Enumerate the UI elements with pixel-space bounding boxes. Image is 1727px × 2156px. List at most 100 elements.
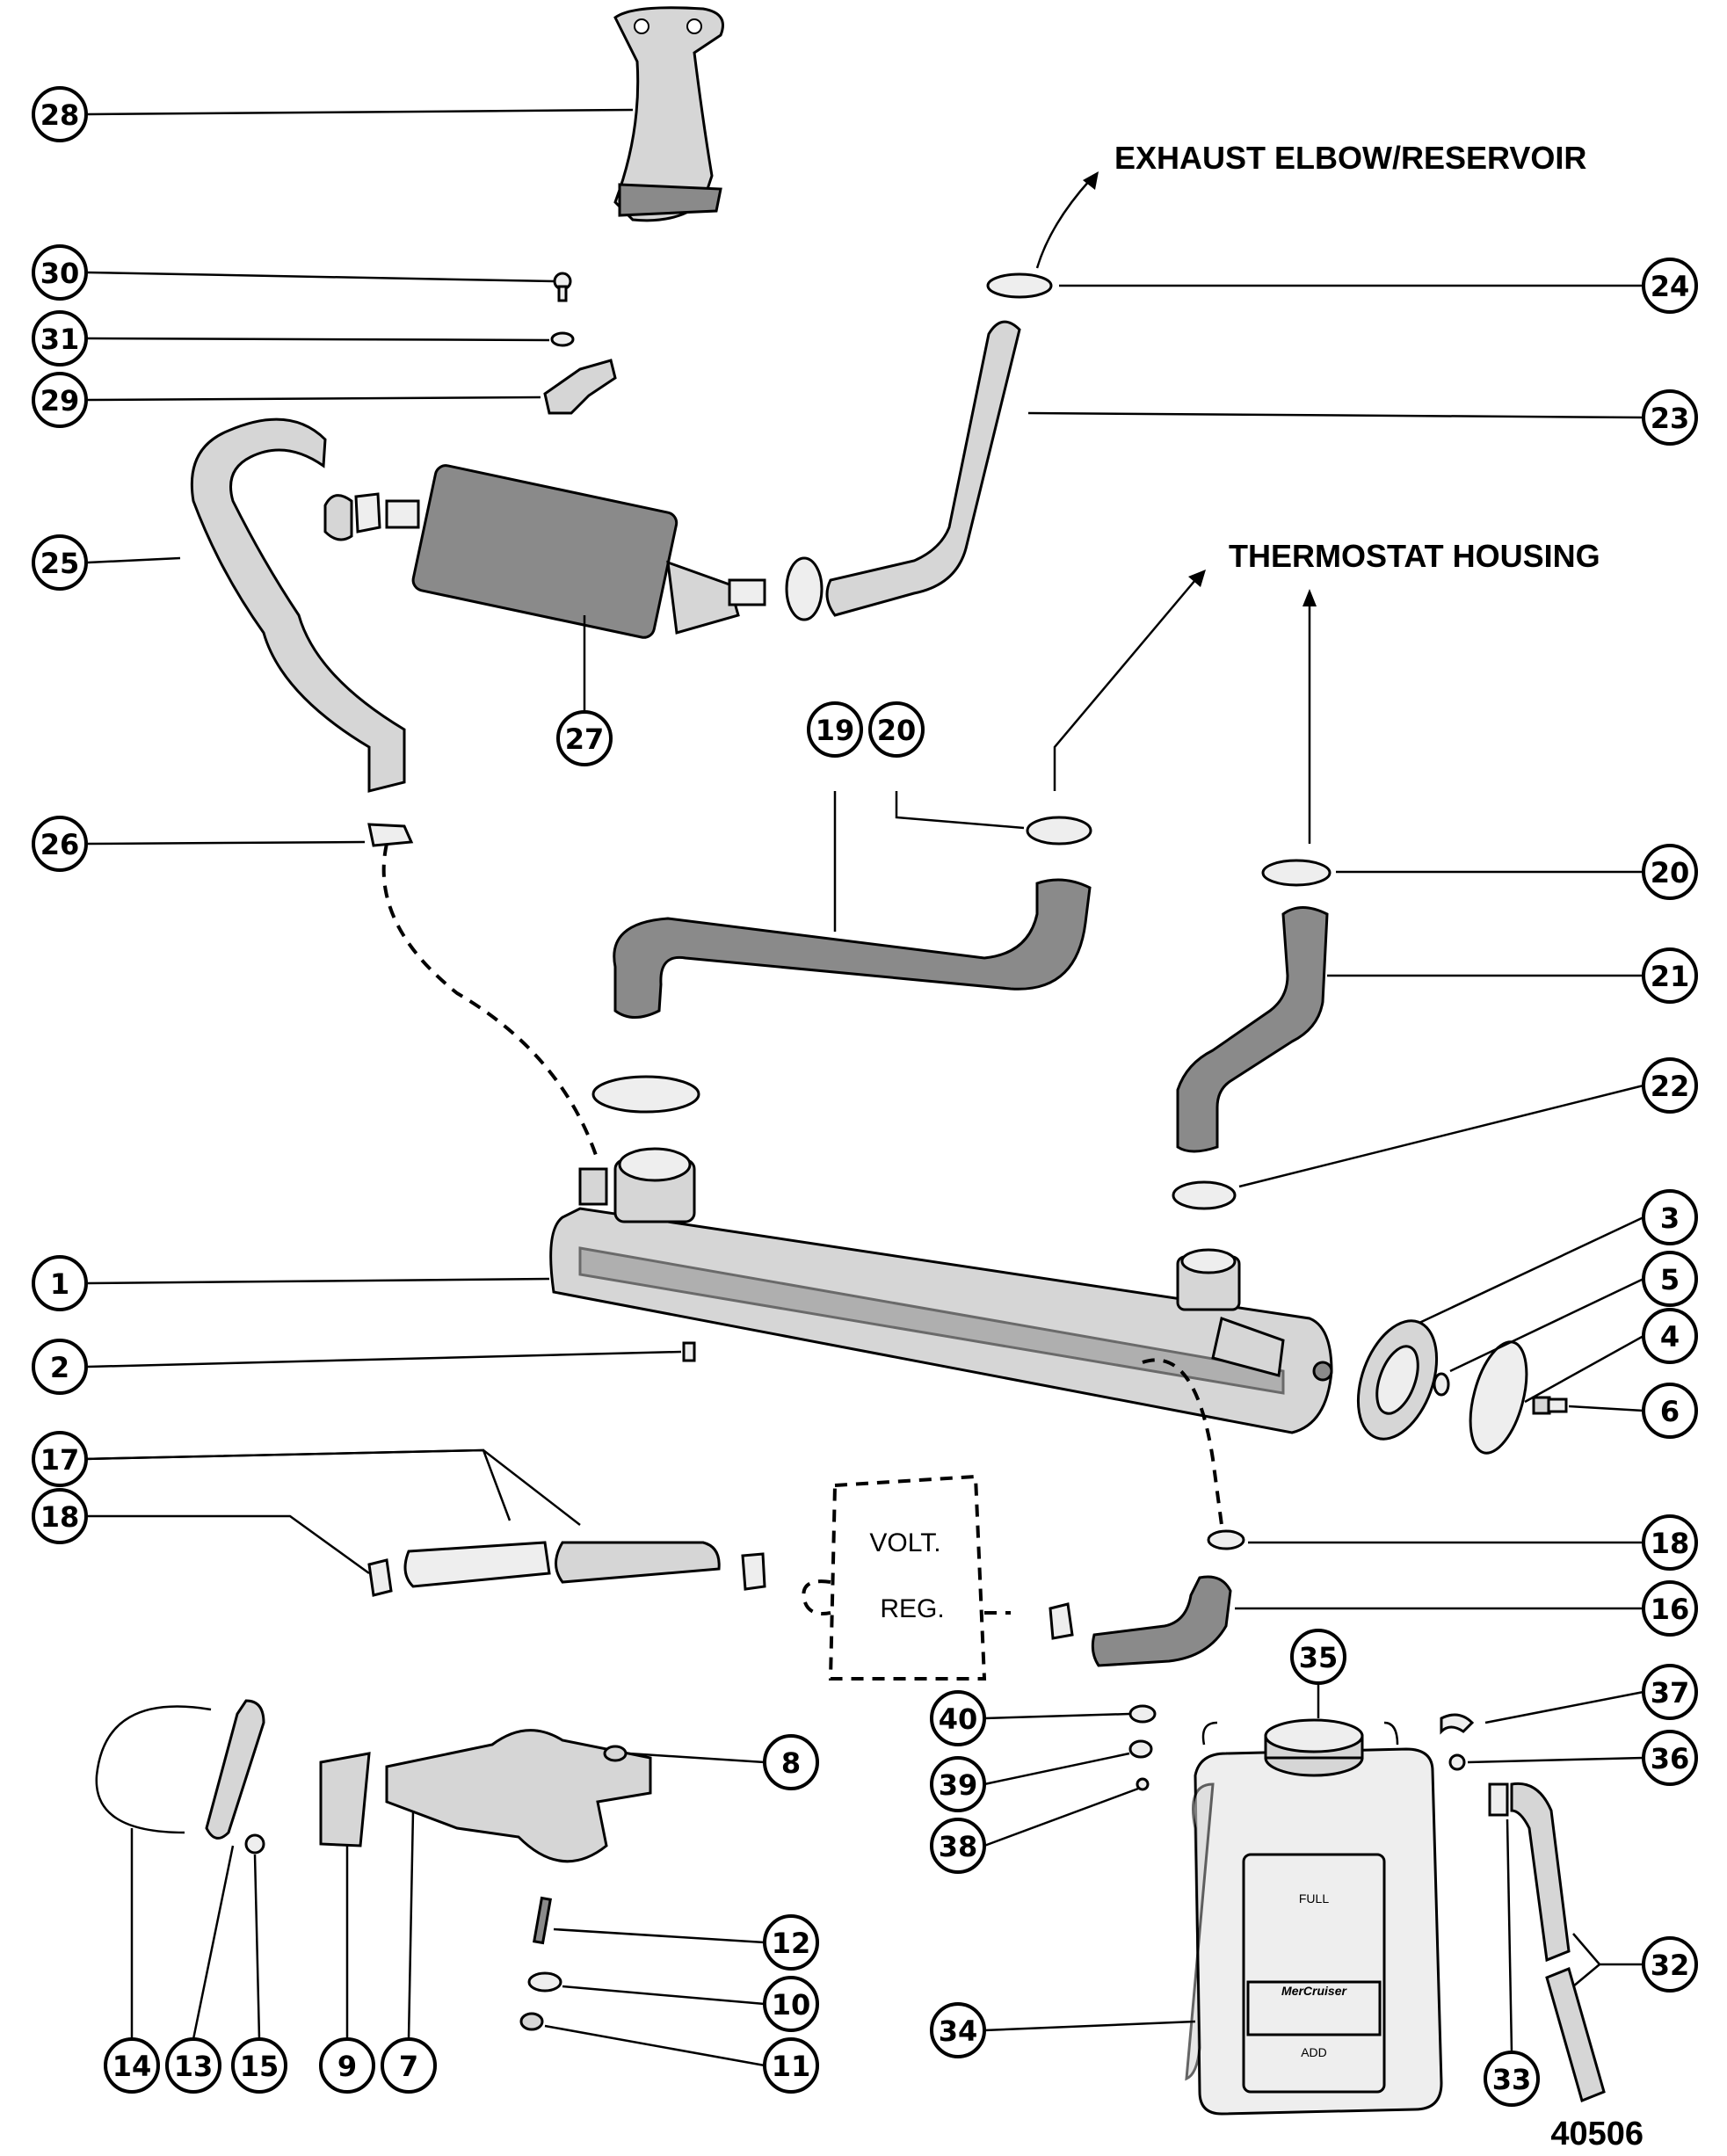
callout-11: 11	[763, 2037, 819, 2094]
callout-16: 16	[1642, 1580, 1698, 1637]
svg-text:10: 10	[772, 1988, 811, 2022]
screw-part	[553, 272, 572, 302]
hose-clamp-part	[1026, 816, 1092, 846]
svg-text:40: 40	[939, 1702, 978, 1736]
hose-part	[555, 1541, 721, 1584]
wire-dashed	[802, 1579, 831, 1615]
svg-text:26: 26	[40, 828, 80, 861]
clip-part	[1440, 1713, 1475, 1735]
svg-text:33: 33	[1492, 2063, 1532, 2096]
svg-text:27: 27	[565, 722, 605, 756]
drain-plug-part	[682, 1341, 696, 1362]
hose-part	[1545, 1966, 1606, 2103]
svg-text:8: 8	[781, 1746, 801, 1780]
callout-9: 9	[319, 2037, 375, 2094]
callout-37: 37	[1642, 1664, 1698, 1720]
reference-arrows	[1035, 171, 1317, 844]
hose-part	[190, 417, 406, 793]
svg-text:16: 16	[1651, 1593, 1690, 1626]
svg-text:23: 23	[1651, 402, 1690, 435]
svg-text:39: 39	[939, 1768, 978, 1802]
callout-3: 3	[1642, 1189, 1698, 1245]
end-cover-part	[1469, 1340, 1528, 1455]
heat-exchanger-part	[549, 1147, 1333, 1434]
hose-part	[613, 878, 1092, 1019]
hose-part	[1510, 1782, 1571, 1963]
hose-part	[403, 1541, 551, 1588]
u-bolt-part	[95, 1705, 212, 1834]
washer-part	[527, 1971, 562, 1993]
callout-19: 19	[807, 701, 863, 758]
hose-clamp-part	[1261, 859, 1332, 887]
callout-6: 6	[1642, 1383, 1698, 1439]
voltage-regulator-box	[828, 1474, 987, 1681]
hose-clamp-part	[367, 1558, 393, 1597]
callout-25: 25	[32, 534, 88, 591]
callout-38: 38	[930, 1818, 986, 1874]
callout-26: 26	[32, 816, 88, 872]
callout-32: 32	[1642, 1936, 1698, 1993]
svg-text:5: 5	[1660, 1263, 1680, 1296]
hose-clamp-part	[1172, 1180, 1237, 1210]
svg-text:38: 38	[939, 1830, 978, 1863]
washer-part	[550, 331, 575, 347]
hose-part	[1176, 906, 1329, 1153]
svg-text:22: 22	[1651, 1070, 1690, 1103]
mount-part	[385, 1729, 652, 1863]
callout-23: 23	[1642, 389, 1698, 446]
callout-35: 35	[1290, 1629, 1346, 1685]
callout-10: 10	[763, 1976, 819, 2032]
svg-text:37: 37	[1651, 1676, 1690, 1710]
stud-part	[532, 1896, 553, 1945]
hose-part	[1091, 1575, 1232, 1667]
hose-clamp-part	[1488, 1782, 1509, 1817]
tank-add-label: ADD	[1301, 2045, 1327, 2059]
thermostat-housing-label: THERMOSTAT HOUSING	[1229, 538, 1600, 574]
callout-34: 34	[930, 2002, 986, 2058]
callout-20: 20	[1642, 844, 1698, 900]
hose-clamp-part	[1049, 1602, 1074, 1640]
svg-text:7: 7	[399, 2050, 418, 2083]
svg-text:12: 12	[772, 1927, 811, 1960]
exhaust-elbow-reservoir-label: EXHAUST ELBOW/RESERVOIR	[1114, 140, 1586, 176]
svg-text:1: 1	[50, 1267, 69, 1301]
callout-24: 24	[1642, 258, 1698, 314]
callout-4: 4	[1642, 1308, 1698, 1364]
svg-text:34: 34	[939, 2014, 978, 2048]
end-gasket-part	[1356, 1319, 1439, 1441]
svg-text:9: 9	[337, 2050, 357, 2083]
clamp-part	[543, 359, 617, 415]
cooler-part	[323, 464, 766, 639]
voltage-regulator-label-reg: REG.	[880, 1594, 944, 1623]
svg-text:17: 17	[40, 1443, 80, 1477]
svg-text:36: 36	[1651, 1742, 1690, 1775]
callout-29: 29	[32, 372, 88, 428]
bolt-part	[1532, 1396, 1568, 1415]
tank-full-label: FULL	[1299, 1891, 1329, 1906]
svg-text:14: 14	[112, 2050, 152, 2083]
hose-clamp-part	[741, 1552, 766, 1591]
svg-text:24: 24	[1651, 270, 1690, 303]
callout-17: 17	[32, 1431, 88, 1487]
drawing-number: 40506	[1550, 2116, 1644, 2152]
callout-20: 20	[868, 701, 925, 758]
svg-text:2: 2	[50, 1351, 69, 1384]
callout-1: 1	[32, 1255, 88, 1311]
svg-text:30: 30	[40, 257, 80, 290]
nut-part	[603, 1745, 628, 1762]
svg-text:31: 31	[40, 323, 80, 356]
hose-clamp-part	[591, 1075, 700, 1114]
wire-dashed	[381, 843, 599, 1161]
coolant-tank-part	[1185, 1718, 1443, 2116]
seal-part	[1128, 1704, 1157, 1724]
svg-text:11: 11	[772, 2050, 811, 2083]
callout-13: 13	[165, 2037, 221, 2094]
nut-part	[1448, 1753, 1466, 1771]
callout-12: 12	[763, 1914, 819, 1971]
washer-part	[1433, 1372, 1450, 1397]
callout-14: 14	[104, 2037, 160, 2094]
callout-2: 2	[32, 1339, 88, 1395]
svg-text:25: 25	[40, 547, 80, 580]
leader-lines	[83, 108, 1644, 2067]
